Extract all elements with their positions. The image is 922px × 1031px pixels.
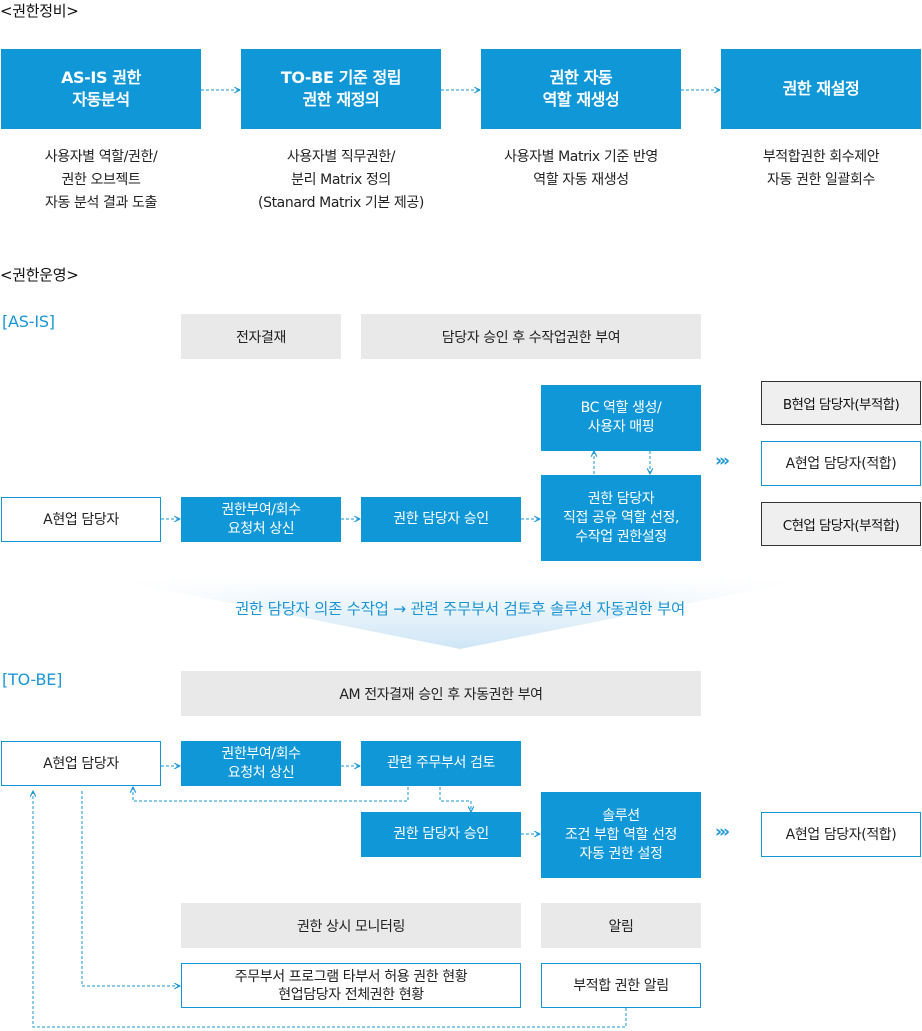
maintenance-heading: <권한정비>: [0, 2, 79, 20]
asis-approve: 권한 담당자 승인: [361, 497, 521, 542]
tobe-requester: A현업 담당자: [1, 741, 161, 786]
asis-gray-approval: 전자결재: [181, 314, 341, 359]
tobe-alert: 부적합 권한 알림: [541, 963, 701, 1008]
tobe-approve: 권한 담당자 승인: [361, 812, 521, 857]
tobe-request: 권한부여/회수 요청처 상신: [181, 741, 341, 786]
tobe-gray-monitoring: 권한 상시 모니터링: [181, 903, 521, 948]
asis-result-a: A현업 담당자(적합): [761, 441, 921, 486]
asis-bc-role: BC 역할 생성/ 사용자 매핑: [541, 385, 701, 451]
operation-heading: <권한운영>: [0, 266, 79, 284]
asis-chevron-icon: ›››: [715, 451, 730, 471]
asis-requester: A현업 담당자: [1, 497, 161, 542]
tobe-label: [TO-BE]: [2, 670, 63, 689]
step-asis-analysis: AS-IS 권한 자동분석: [1, 49, 201, 129]
tobe-chevron-icon: ›››: [715, 822, 730, 842]
tobe-review: 관련 주무부서 검토: [361, 741, 521, 786]
step-role-regeneration-desc: 사용자별 Matrix 기준 반영 역할 자동 재생성: [504, 149, 658, 188]
asis-label: [AS-IS]: [2, 312, 55, 331]
step-reset: 권한 재설정: [721, 49, 921, 129]
asis-manual-setting: 권한 담당자 직접 공유 역할 선정, 수작업 권한설정: [541, 475, 701, 561]
transition-banner-shape: [100, 577, 820, 649]
asis-result-b: B현업 담당자(부적합): [761, 381, 921, 425]
tobe-monitor-status: 주무부서 프로그램 타부서 허용 권한 현황 현업담당자 전체권한 현황: [181, 963, 521, 1008]
tobe-gray-auto-grant: AM 전자결재 승인 후 자동권한 부여: [181, 671, 701, 716]
step-reset-desc: 부적합권한 회수제안 자동 권한 일괄회수: [762, 149, 880, 188]
step-asis-analysis-desc: 사용자별 역할/권한/ 권한 오브젝트 자동 분석 결과 도출: [44, 149, 158, 211]
step-role-regeneration: 권한 자동 역할 재생성: [481, 49, 681, 129]
step-tobe-definition: TO-BE 기준 정립 권한 재정의: [241, 49, 441, 129]
asis-request: 권한부여/회수 요청처 상신: [181, 497, 341, 542]
step-tobe-definition-desc: 사용자별 직무권한/ 분리 Matrix 정의 (Stanard Matrix …: [258, 149, 424, 211]
asis-result-c: C현업 담당자(부적합): [761, 502, 921, 546]
asis-gray-manual-grant: 담당자 승인 후 수작업권한 부여: [361, 314, 701, 359]
tobe-result-a: A현업 담당자(적합): [761, 812, 921, 857]
transition-banner: 권한 담당자 의존 수작업 → 관련 주무부서 검토후 솔루션 자동권한 부여: [235, 600, 685, 618]
tobe-solution: 솔루션 조건 부합 역할 선정 자동 권한 설정: [541, 792, 701, 878]
tobe-gray-alert: 알림: [541, 903, 701, 948]
